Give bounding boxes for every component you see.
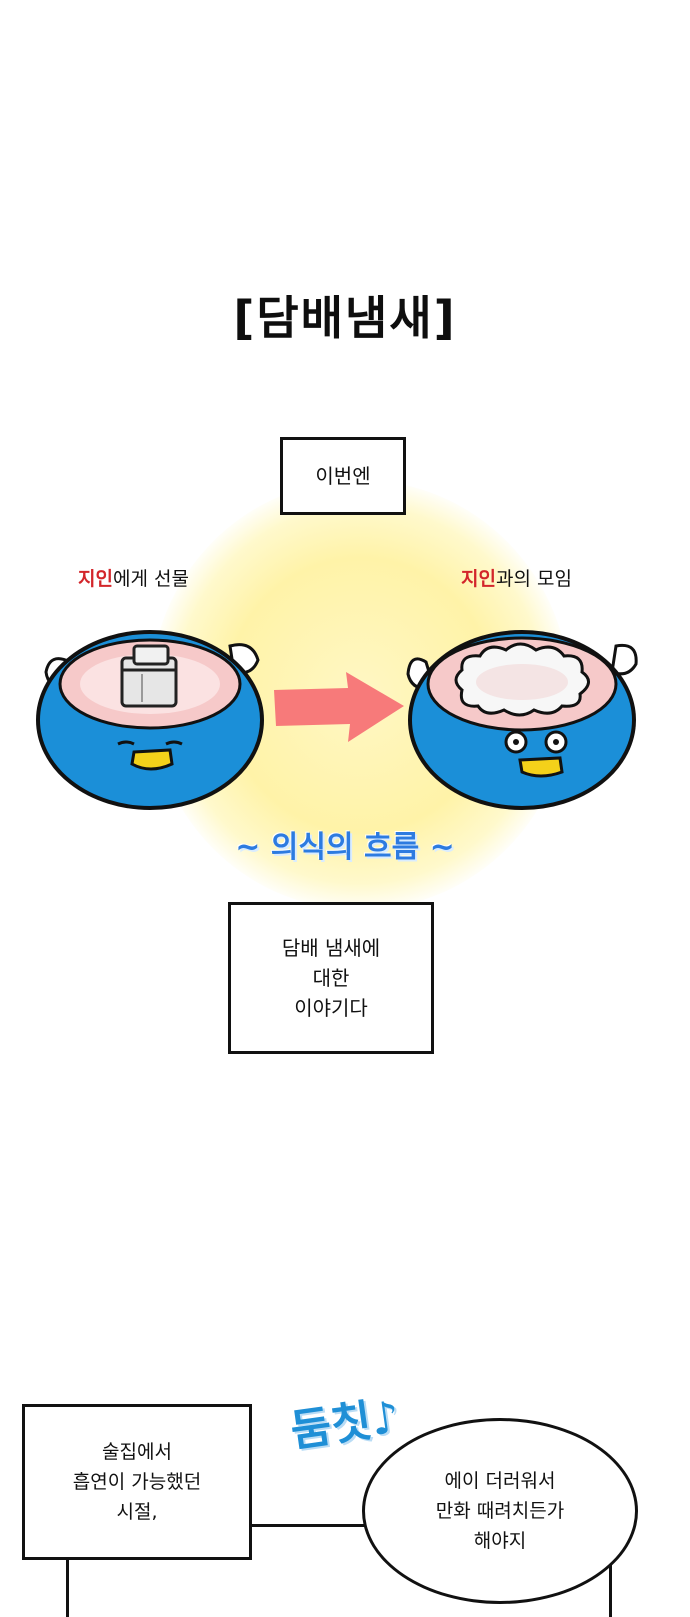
- right-face: [504, 730, 568, 778]
- flow-label: ~ 의식의 흐름 ~: [235, 830, 455, 865]
- left-caption-highlight: 지인: [78, 568, 113, 590]
- gift-box-icon: [120, 644, 178, 708]
- right-caption: 지인과의 모임: [461, 564, 572, 591]
- intro-box: 이번엔: [280, 437, 406, 515]
- speech-bubble: 에이 더러워서 만화 때려치든가 해야지: [362, 1418, 638, 1604]
- character-right-illustration: [406, 630, 638, 810]
- smoke-cloud-icon: [454, 642, 590, 717]
- sound-effect: 둠칫♪: [287, 1391, 403, 1458]
- left-caption: 지인에게 선물: [78, 564, 189, 591]
- right-arrow-icon: [274, 672, 404, 742]
- summary-box: 담배 냄새에 대한 이야기다: [228, 902, 434, 1054]
- left-caption-rest: 에게 선물: [112, 568, 189, 590]
- narration-box: 술집에서 흡연이 가능했던 시절,: [22, 1404, 252, 1560]
- right-caption-rest: 과의 모임: [495, 568, 572, 590]
- left-face: [117, 740, 183, 771]
- episode-title: [담배냄새]: [233, 291, 457, 345]
- right-caption-highlight: 지인: [461, 568, 496, 590]
- character-left-illustration: [36, 630, 264, 810]
